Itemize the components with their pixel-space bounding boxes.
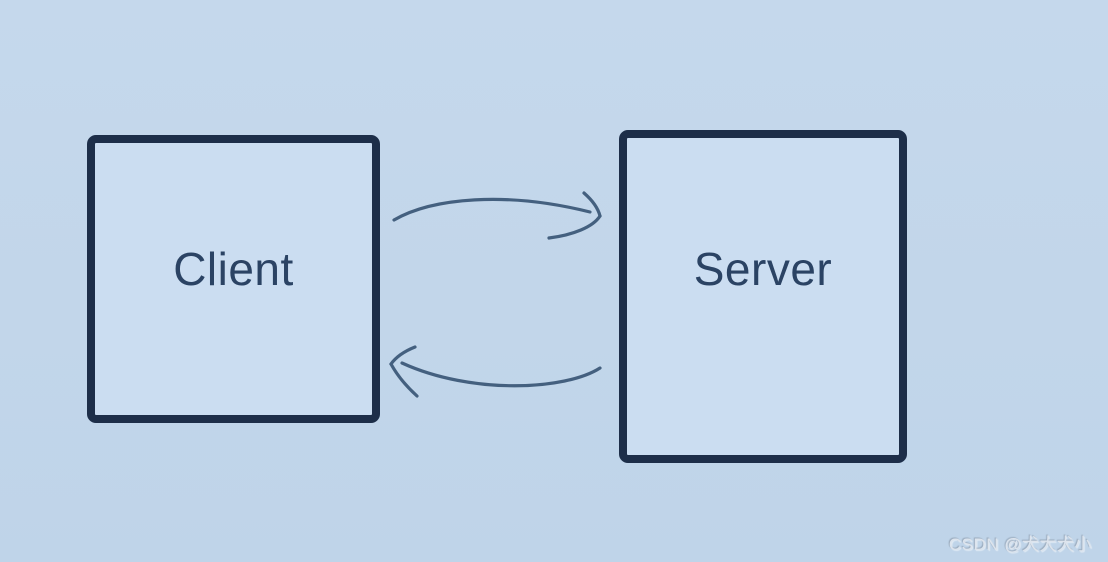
server-to-client-arrow <box>389 345 602 398</box>
server-node: Server <box>619 130 907 463</box>
client-node-label: Client <box>173 243 294 295</box>
csdn-watermark: CSDN @犬大犬小 <box>948 535 1092 554</box>
client-to-server-arrow <box>392 191 602 240</box>
server-node-label: Server <box>693 242 833 295</box>
client-node: Client <box>87 135 380 423</box>
